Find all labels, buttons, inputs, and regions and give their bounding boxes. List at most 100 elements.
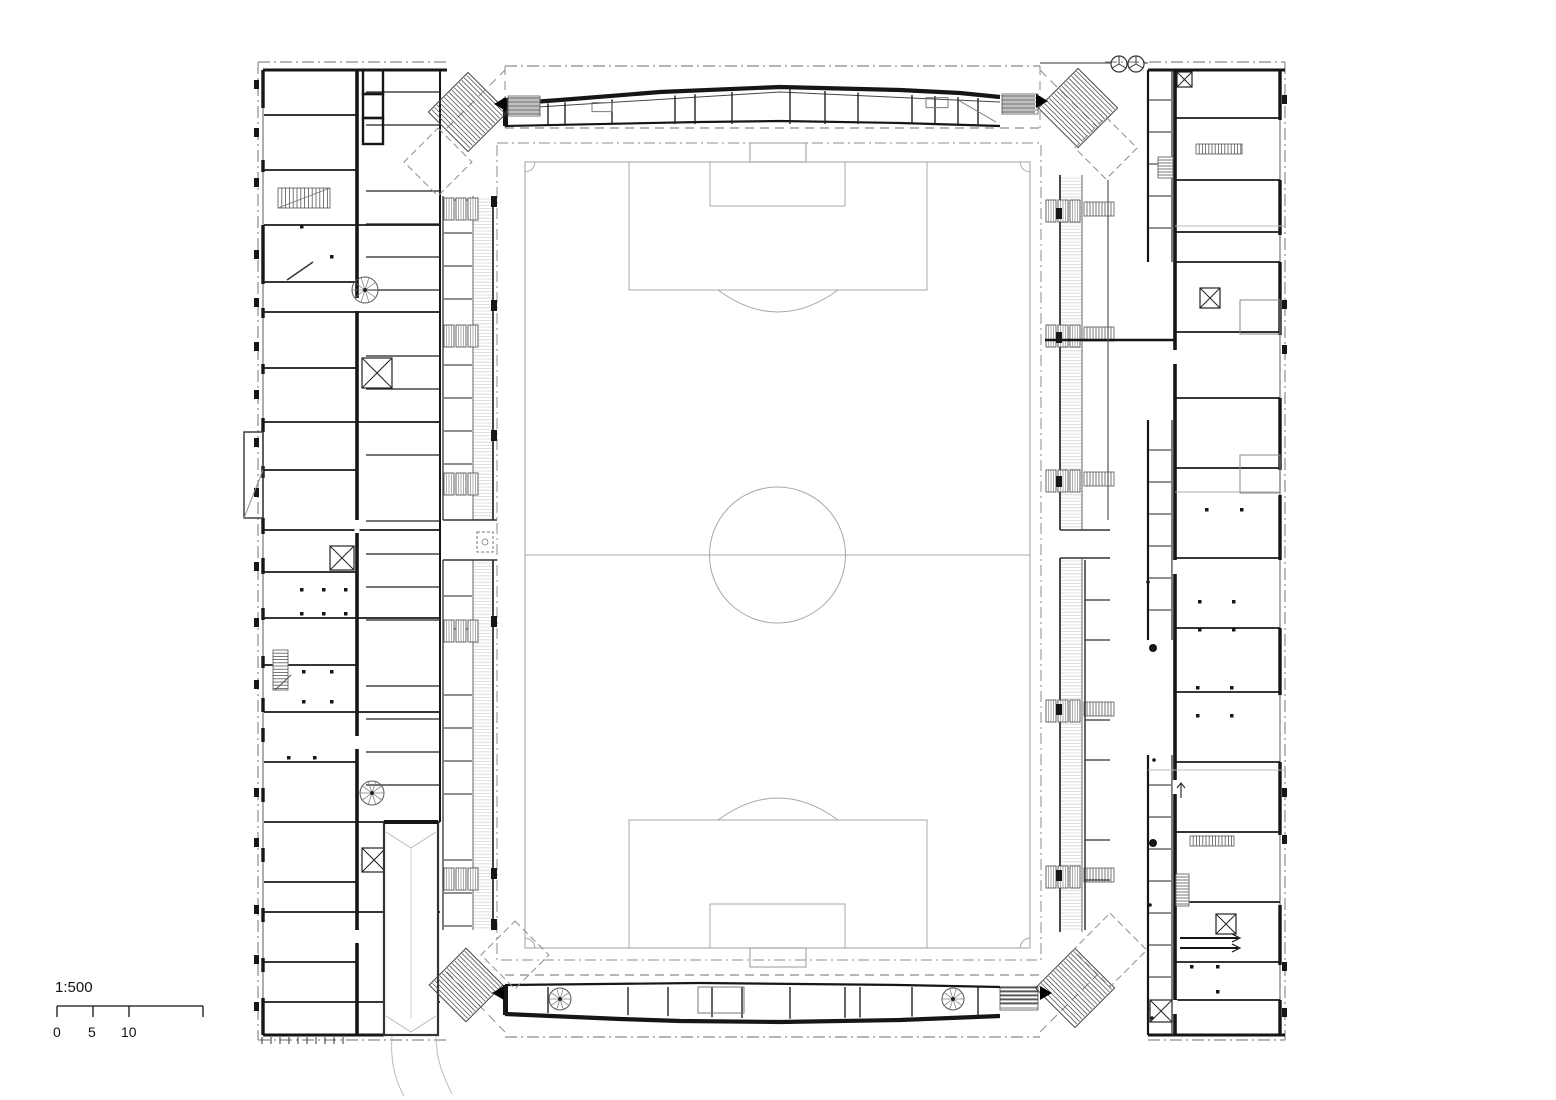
- entry-arrow: [494, 97, 506, 111]
- facade-pier: [254, 618, 259, 627]
- ramp-leader: [391, 1035, 405, 1097]
- corner-stair-tread: [441, 99, 481, 139]
- spiral-stair-tread: [364, 289, 376, 298]
- pitch-boundary-dashed: [496, 142, 1042, 961]
- corner-stair-tread: [466, 74, 506, 114]
- column-dot: [1198, 628, 1202, 632]
- door-opening: [354, 736, 360, 749]
- corner-stair-tread: [1063, 83, 1103, 123]
- rotation-circle-spoke: [1128, 63, 1137, 69]
- corner-stairs: [403, 67, 1148, 1029]
- corner-stair-tread: [451, 963, 488, 1000]
- stair-diagonal: [277, 187, 331, 209]
- corner-stair-tread: [463, 77, 503, 117]
- void-outline-group: [1072, 912, 1148, 988]
- facade-pier: [254, 128, 259, 137]
- colonnade-pier: [1056, 870, 1062, 881]
- north-wing: [503, 84, 1039, 128]
- door-opening: [1172, 350, 1178, 364]
- rotation-circle-spoke: [1135, 63, 1144, 69]
- colonnade-pier: [491, 919, 497, 930]
- facade-pier: [254, 562, 259, 571]
- corner-stair-tread: [444, 970, 481, 1007]
- facade-pier: [1282, 835, 1287, 844]
- corner-stair-tread: [1051, 973, 1090, 1012]
- corner-stair-tread: [1054, 93, 1093, 132]
- corner-stair-run: [1037, 67, 1119, 149]
- spiral-stair-post: [370, 791, 374, 795]
- spiral-stair-tread: [364, 282, 376, 291]
- colonnade-pier: [491, 868, 497, 879]
- corner-stair-tread: [464, 950, 501, 987]
- entrance-marker-dot: [481, 538, 489, 546]
- corner-stair-tread: [1051, 95, 1091, 135]
- corner-stair-tread: [453, 87, 493, 127]
- door-opening: [354, 930, 360, 943]
- column-dot: [344, 612, 348, 616]
- void-dashed-outline: [403, 127, 473, 197]
- column-dot: [300, 588, 304, 592]
- spiral-stair-tread: [364, 289, 370, 303]
- column-dot: [1240, 508, 1244, 512]
- corner-stair-tread: [444, 97, 483, 136]
- corner-stair-tread: [451, 89, 491, 129]
- shaft-x-line: [1215, 913, 1237, 935]
- facade-pier: [254, 298, 259, 307]
- door-opening: [354, 298, 360, 311]
- corner-chamfer: [446, 69, 506, 129]
- corner-stair-tread: [1043, 980, 1083, 1020]
- goal: [749, 142, 807, 163]
- door-opening: [1172, 1000, 1178, 1014]
- corner-stair-tread: [1048, 975, 1088, 1015]
- corner-stair-tread: [1065, 958, 1105, 998]
- corner-stair-tread: [1060, 963, 1100, 1003]
- ramp-chevron: [385, 1015, 437, 1033]
- corner-stair-tread: [459, 955, 496, 992]
- stair-diagonal: [957, 99, 997, 123]
- column-dot: [302, 700, 306, 704]
- column-dot: [302, 670, 306, 674]
- corner-stair-tread: [1049, 98, 1088, 137]
- entrance-marker: [476, 531, 494, 553]
- room-outline: [925, 97, 949, 109]
- column-dot: [322, 612, 326, 616]
- column-dot: [1149, 644, 1157, 652]
- column-dot: [287, 756, 291, 760]
- corner-stair-tread: [442, 973, 478, 1009]
- colonnade-pier: [1056, 332, 1062, 343]
- corner-stair-tread: [461, 953, 498, 990]
- column-dot: [1149, 839, 1157, 847]
- facade-pier: [254, 680, 259, 689]
- room-outline: [697, 986, 745, 1014]
- corner-stair-tread: [1046, 978, 1085, 1017]
- facade-pier: [1282, 962, 1287, 971]
- column-dot: [344, 588, 348, 592]
- colonnade-pier: [1056, 704, 1062, 715]
- room-outline: [361, 92, 385, 120]
- penalty-arc: [717, 797, 839, 821]
- entry-arrow: [1036, 94, 1048, 108]
- spiral-stair-tread: [354, 289, 366, 298]
- facade-pier: [254, 250, 259, 259]
- shaft-x-line: [329, 545, 355, 571]
- corner-stair-tread: [461, 79, 501, 119]
- ramp-bar-arrow: [1231, 943, 1242, 953]
- corner-stair-run: [427, 71, 509, 153]
- facade-pier: [254, 390, 259, 399]
- corner-stair-tread: [1073, 73, 1113, 113]
- entry-arrow: [492, 986, 504, 1000]
- corner-stair-tread: [431, 109, 471, 149]
- corner-stair-tread: [458, 82, 498, 122]
- column-dot: [330, 670, 334, 674]
- rotation-circle-spoke: [1111, 63, 1120, 69]
- corner-stair-tread: [439, 975, 476, 1012]
- corner-arc: [524, 937, 536, 949]
- column-dot: [1232, 600, 1236, 604]
- east-wing: [1146, 68, 1285, 1037]
- ramp-leader: [435, 1035, 453, 1095]
- shaft-x-line: [361, 357, 393, 389]
- column-dot: [300, 612, 304, 616]
- corner-stair-tread: [1056, 90, 1096, 130]
